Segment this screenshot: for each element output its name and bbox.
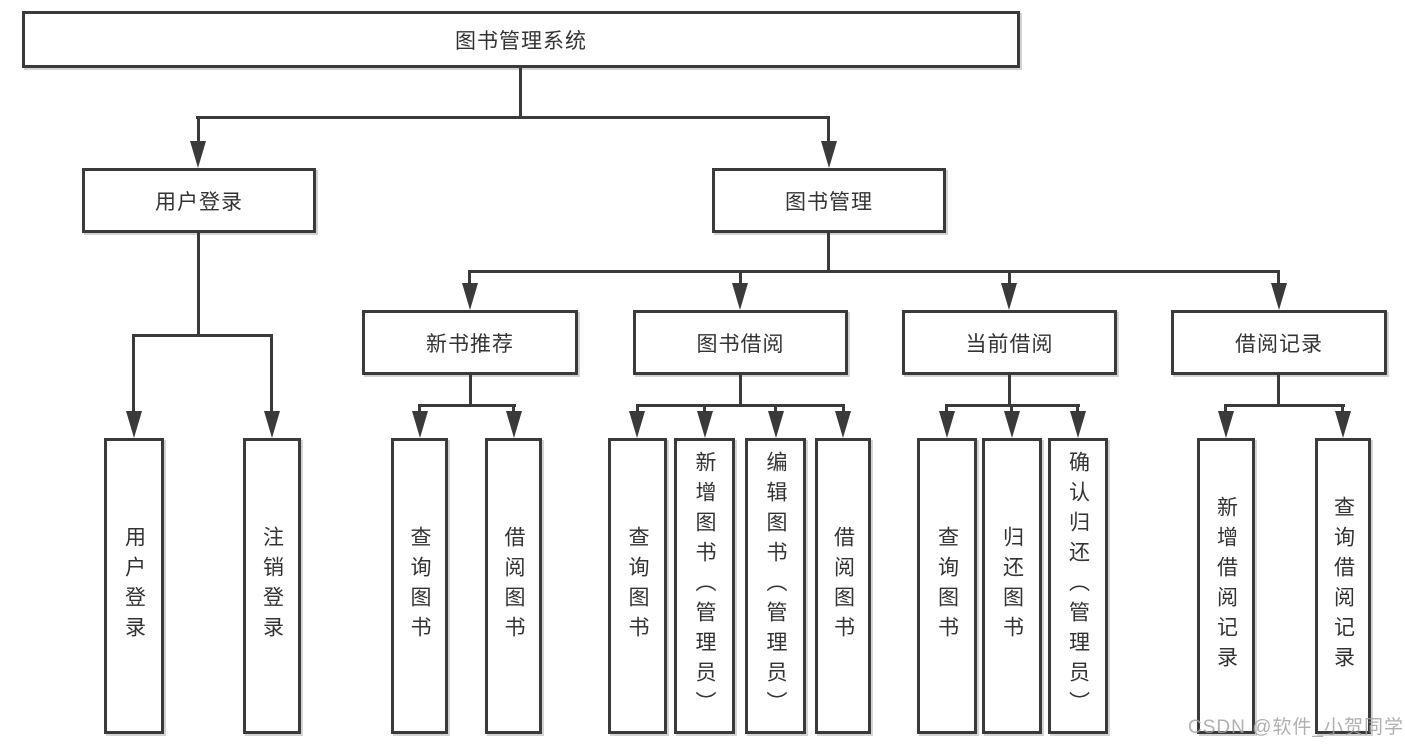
leaf-query-borrow-record-label: 查询借阅记录 [1331, 496, 1355, 676]
arrowhead-leaf-logout [264, 411, 280, 438]
connector-drop-return-books [1010, 404, 1013, 416]
connector-drop-borrow-books-recommend [512, 404, 515, 416]
node-book-management: 图书管理 [712, 168, 946, 233]
arrowhead-borrowing-records [1271, 283, 1287, 310]
leaf-borrow-books-recommend: 借阅图书 [485, 438, 542, 734]
leaf-edit-books-admin-label: 编辑图书（管理员） [764, 451, 787, 721]
arrowhead-user-login [190, 141, 206, 168]
leaf-borrow-books-borrowing-label: 借阅图书 [831, 526, 855, 646]
connector-borrowing-records-stem [1277, 375, 1280, 406]
leaf-borrow-books-borrowing: 借阅图书 [815, 438, 871, 734]
leaf-return-books: 归还图书 [982, 438, 1042, 734]
leaf-user-login: 用户登录 [104, 438, 164, 734]
connector-book-management-bus [468, 270, 1280, 273]
connector-user-login-stem [197, 233, 200, 336]
connector-drop-query-books-current [945, 404, 948, 416]
arrowhead-return-books [1004, 411, 1020, 438]
connector-drop-borrowing-records [1277, 270, 1280, 286]
node-user-login-label: 用户登录 [155, 190, 243, 214]
leaf-return-books-label: 归还图书 [1000, 526, 1024, 646]
arrowhead-new-book-recommend [462, 283, 478, 310]
node-user-login: 用户登录 [82, 168, 316, 233]
connector-drop-user-login [197, 116, 200, 144]
node-book-borrowing-label: 图书借阅 [696, 332, 785, 356]
connector-drop-query-books-borrowing [636, 404, 639, 416]
leaf-query-books-current: 查询图书 [917, 438, 977, 734]
connector-drop-add-books-admin [703, 404, 706, 416]
leaf-logout: 注销登录 [243, 438, 301, 734]
leaf-query-borrow-record: 查询借阅记录 [1315, 438, 1371, 734]
arrowhead-query-books-borrowing [629, 411, 645, 438]
leaf-add-books-admin: 新增图书（管理员） [674, 438, 735, 734]
node-current-borrowing: 当前借阅 [902, 310, 1117, 375]
watermark: CSDN @软件_小贺同学 [1188, 717, 1404, 738]
node-root: 图书管理系统 [22, 11, 1020, 68]
connector-drop-edit-books-admin [774, 404, 777, 416]
arrowhead-edit-books-admin [768, 411, 784, 438]
connector-user-login-bus [132, 334, 273, 337]
arrowhead-book-borrowing [732, 283, 748, 310]
connector-drop-confirm-return-admin [1076, 404, 1079, 416]
node-new-book-recommend-label: 新书推荐 [426, 332, 514, 356]
node-new-book-recommend: 新书推荐 [362, 310, 578, 375]
connector-book-management-stem [827, 233, 830, 273]
connector-drop-query-borrow-record [1341, 404, 1344, 416]
node-borrowing-records-label: 借阅记录 [1235, 332, 1323, 356]
arrowhead-borrow-books-borrowing [835, 411, 851, 438]
arrowhead-current-borrowing [1001, 283, 1017, 310]
leaf-query-books-borrowing: 查询图书 [608, 438, 667, 734]
connector-new-book-recommend-bus [418, 404, 516, 407]
arrowhead-leaf-user-login [126, 411, 142, 438]
leaf-query-books-current-label: 查询图书 [935, 526, 959, 646]
arrowhead-book-management [821, 141, 837, 168]
connector-current-borrowing-stem [1008, 375, 1011, 406]
connector-root-stem [519, 68, 522, 118]
leaf-logout-label: 注销登录 [260, 526, 284, 646]
connector-book-borrowing-stem [739, 375, 742, 406]
connector-drop-new-book-recommend [468, 270, 471, 286]
arrowhead-confirm-return-admin [1070, 411, 1086, 438]
leaf-confirm-return-admin-label: 确认归还（管理员） [1066, 451, 1090, 721]
leaf-add-books-admin-label: 新增图书（管理员） [693, 451, 716, 721]
leaf-query-books-borrowing-label: 查询图书 [626, 526, 649, 646]
arrowhead-query-books-current [939, 411, 955, 438]
arrowhead-query-books-recommend [412, 411, 428, 438]
connector-borrowing-records-bus [1224, 404, 1345, 407]
arrowhead-borrow-books-recommend [506, 411, 522, 438]
node-book-borrowing: 图书借阅 [633, 310, 848, 375]
node-book-management-label: 图书管理 [785, 190, 873, 214]
node-root-label: 图书管理系统 [455, 29, 587, 53]
node-borrowing-records: 借阅记录 [1171, 310, 1387, 375]
connector-drop-query-books-recommend [418, 404, 421, 416]
leaf-confirm-return-admin: 确认归还（管理员） [1048, 438, 1108, 734]
leaf-add-borrow-record-label: 新增借阅记录 [1214, 496, 1238, 676]
leaf-add-borrow-record: 新增借阅记录 [1197, 438, 1255, 734]
connector-drop-leaf-user-login [132, 334, 135, 414]
connector-drop-current-borrowing [1008, 270, 1011, 286]
leaf-edit-books-admin: 编辑图书（管理员） [745, 438, 806, 734]
connector-book-borrowing-bus [636, 404, 845, 407]
node-current-borrowing-label: 当前借阅 [965, 332, 1054, 356]
arrowhead-query-borrow-record [1335, 411, 1351, 438]
leaf-query-books-recommend-label: 查询图书 [408, 526, 431, 646]
leaf-borrow-books-recommend-label: 借阅图书 [502, 526, 525, 646]
arrowhead-add-books-admin [697, 411, 713, 438]
leaf-query-books-recommend: 查询图书 [391, 438, 448, 734]
connector-drop-borrow-books-borrowing [842, 404, 845, 416]
connector-root-bus [196, 116, 830, 119]
connector-drop-book-borrowing [739, 270, 742, 286]
connector-drop-book-management [827, 116, 830, 144]
leaf-user-login-label: 用户登录 [122, 526, 146, 646]
connector-drop-add-borrow-record [1224, 404, 1227, 416]
arrowhead-add-borrow-record [1218, 411, 1234, 438]
connector-drop-leaf-logout [270, 334, 273, 414]
connector-new-book-recommend-stem [469, 375, 472, 406]
